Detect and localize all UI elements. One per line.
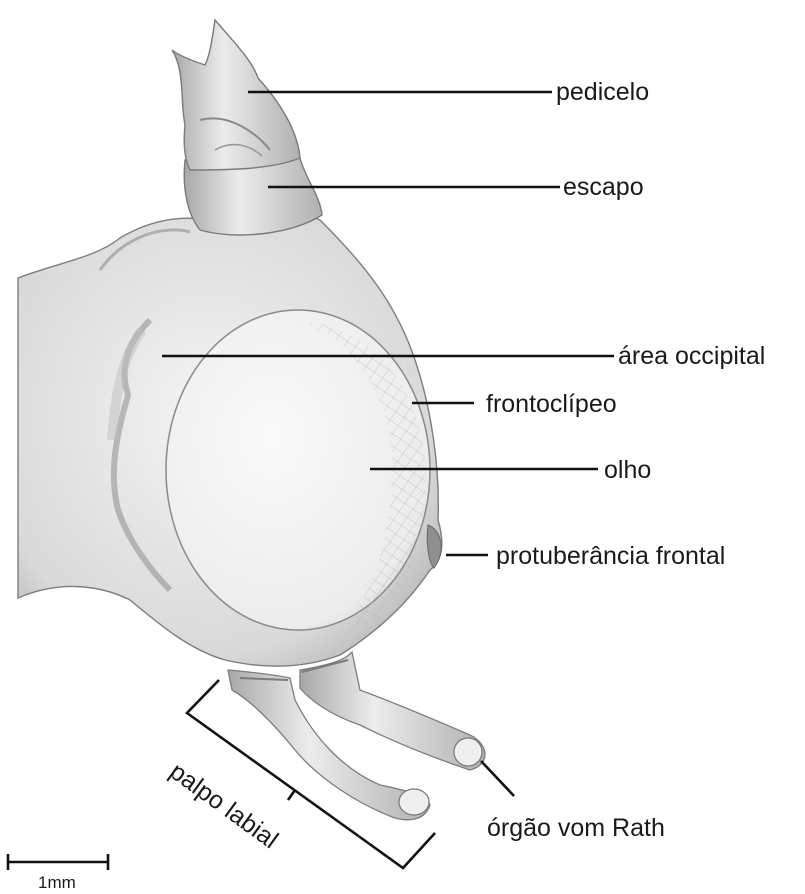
label-orgao-vom-rath: órgão vom Rath [487,814,665,842]
leader-orgao-vom-rath [481,761,514,796]
label-pedicelo: pedicelo [556,78,649,106]
antenna [172,20,322,235]
label-protuberancia-frontal: protuberância frontal [496,542,725,570]
label-palpo-labial: palpo labial [164,757,283,854]
scale-bar-label: 1mm [38,873,76,892]
label-escapo: escapo [563,173,644,201]
label-olho: olho [604,456,651,484]
scale-bar: 1mm [8,854,108,892]
labial-palps [228,652,485,820]
label-area-occipital: área occipital [618,342,765,370]
label-frontoclipeo: frontoclípeo [486,390,617,418]
